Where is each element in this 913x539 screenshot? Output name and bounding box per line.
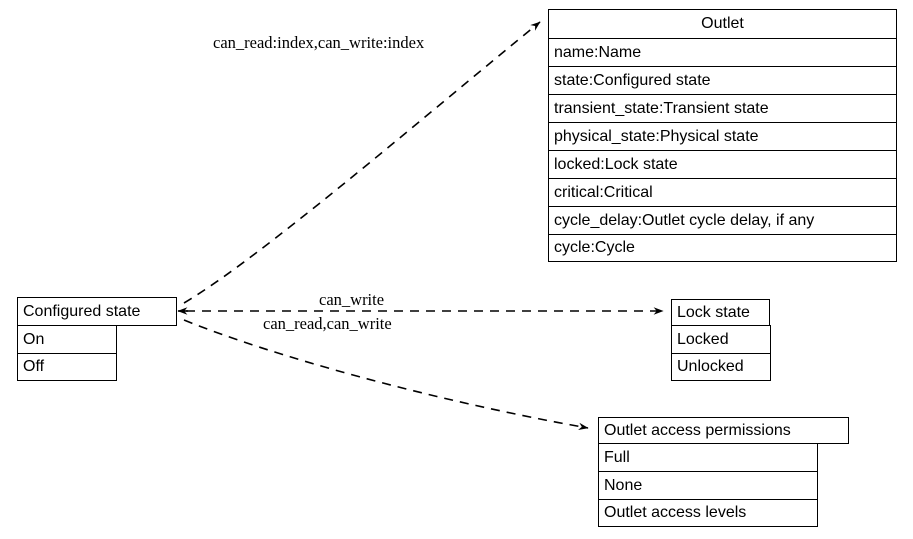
node-configured-state-field-1: Off bbox=[17, 353, 117, 381]
node-outlet-access-permissions-field-0: Full bbox=[598, 443, 818, 472]
node-configured-state-field-0: On bbox=[17, 325, 117, 354]
edge-path-to-outlet bbox=[183, 21, 541, 304]
node-lock-state-field-0: Locked bbox=[671, 325, 771, 354]
node-outlet-field-6: cycle_delay:Outlet cycle delay, if any bbox=[548, 206, 897, 235]
node-outlet-field-3: physical_state:Physical state bbox=[548, 122, 897, 151]
node-lock-state-field-1: Unlocked bbox=[671, 353, 771, 381]
node-outlet-field-2: transient_state:Transient state bbox=[548, 94, 897, 123]
node-outlet-field-5: critical:Critical bbox=[548, 178, 897, 207]
node-outlet-field-1: state:Configured state bbox=[548, 66, 897, 95]
node-outlet-access-permissions-title: Outlet access permissions bbox=[598, 417, 849, 444]
node-outlet-access-permissions-field-1: None bbox=[598, 471, 818, 500]
node-lock-state-title: Lock state bbox=[671, 299, 770, 326]
edge-path-to-outlet-access-permissions bbox=[183, 319, 589, 431]
node-outlet-field-0: name:Name bbox=[548, 38, 897, 67]
node-outlet-title: Outlet bbox=[548, 9, 897, 39]
node-configured-state-title: Configured state bbox=[17, 297, 177, 326]
edge-label-to-lock-state: can_write bbox=[319, 290, 385, 309]
edge-label-to-outlet-access-permissions: can_read,can_write bbox=[263, 314, 392, 333]
node-outlet-field-4: locked:Lock state bbox=[548, 150, 897, 179]
node-outlet-field-7: cycle:Cycle bbox=[548, 234, 897, 262]
node-outlet-access-permissions-field-2: Outlet access levels bbox=[598, 499, 818, 527]
edge-label-to-outlet: can_read:index,can_write:index bbox=[213, 33, 425, 52]
